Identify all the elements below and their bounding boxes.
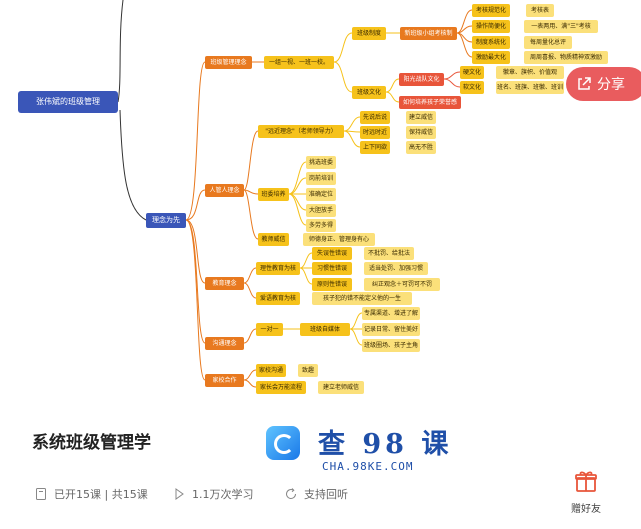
mindmap-node-guide[interactable]: 原则性错误 <box>312 278 352 291</box>
play-icon <box>175 488 184 500</box>
mindmap-node-hard-detail[interactable]: 徽章、旗帜、价值观 <box>496 66 564 79</box>
mindmap-node-parents[interactable]: 家长会万能流程 <box>256 381 306 394</box>
mindmap-node-educate[interactable]: 人管人理念 <box>205 184 244 197</box>
share-label: 分享 <box>597 77 625 93</box>
views-meta: 1.1万次学习 <box>172 486 254 502</box>
mindmap-node-thinking[interactable]: 理性教育为核 <box>256 262 300 275</box>
mindmap-node-grand-award[interactable]: 周周喜报、物质精神双激励 <box>524 51 608 64</box>
mindmap-node-build-trust[interactable]: 建立老师威信 <box>318 381 364 394</box>
mindmap-node-build[interactable]: 建立威信 <box>406 111 436 124</box>
mindmap-node-slow[interactable]: 孩子犯的错不能定义他的一生 <box>312 292 412 305</box>
mindmap-node-interact[interactable]: 沟通理念 <box>205 337 244 350</box>
mindmap-node-week-rule[interactable]: 一表两用、满"三"考核 <box>524 20 598 33</box>
mindmap-node-correct[interactable]: 纠正观念＋可罚可不罚 <box>364 278 440 291</box>
mindmap-node-promise[interactable]: 先说后说 <box>360 111 390 124</box>
mindmap-connectors <box>117 0 473 388</box>
mindmap-node-encourage[interactable]: 激励最大化 <box>472 51 510 64</box>
mindmap-node-habit[interactable]: 习惯性错误 <box>312 262 352 275</box>
mindmap-node-record[interactable]: 记录日常、留住美好 <box>362 323 420 336</box>
watermark-name: 查 98 课 <box>318 429 453 460</box>
mindmap-node-train[interactable]: 岗前培训 <box>306 172 336 185</box>
mindmap-node-love[interactable]: 爱语教育为核 <box>256 292 300 305</box>
mindmap-node-mgmt[interactable]: 班级管理理念 <box>205 56 252 69</box>
course-title: 系统班级管理学 <box>32 433 151 452</box>
mindmap-node-teacher-voice[interactable]: 教师威信 <box>258 233 289 246</box>
views-count: 1.1万次学习 <box>192 488 254 501</box>
watermark-logo-icon <box>266 426 300 460</box>
mindmap-node-timely[interactable]: 时远时近 <box>360 126 390 139</box>
mindmap-node-position[interactable]: 准确定位 <box>306 188 336 201</box>
mindmap-node-sun-culture[interactable]: 阳光战队文化 <box>399 73 444 86</box>
mindmap-node-near[interactable]: "远近理念"（老师领导力） <box>258 125 344 138</box>
mindmap-node-idea[interactable]: 理念为先 <box>146 213 186 228</box>
mindmap-node-culture[interactable]: 班级文化 <box>352 86 386 99</box>
replay-label: 支持回听 <box>304 488 348 501</box>
mindmap-node-class-media[interactable]: 班级自媒体 <box>300 323 350 336</box>
lessons-count: 已开15课 | 共15课 <box>54 488 148 501</box>
share-button[interactable]: 分享 <box>566 67 641 101</box>
mindmap-node-score-table[interactable]: 考核表 <box>526 4 554 17</box>
replay-meta: 支持回听 <box>284 486 348 502</box>
mindmap-root-node[interactable]: 张伟斌的班级管理 <box>18 91 118 113</box>
gift-friend-button[interactable]: 赠好友 <box>566 468 606 515</box>
mindmap-node-hard[interactable]: 硬文化 <box>460 66 484 79</box>
mindmap-node-growth[interactable]: 如何培养孩子荣誉感 <box>399 96 461 109</box>
mindmap-node-edu[interactable]: 教育理念 <box>205 277 244 290</box>
mindmap-node-remind[interactable]: 适当处罚、加强习惯 <box>364 262 428 275</box>
mindmap-node-dare[interactable]: 大胆放手 <box>306 204 336 217</box>
mindmap-node-system[interactable]: 班级制度 <box>352 27 386 40</box>
mindmap-node-praise[interactable]: 多劳多得 <box>306 219 336 232</box>
mindmap-node-home[interactable]: 家校合作 <box>205 374 244 387</box>
mindmap-node-soft-detail[interactable]: 班名、班旗、班徽、班训 <box>496 81 564 94</box>
mindmap-node-select[interactable]: 挑选班委 <box>306 156 336 169</box>
mindmap-node-high[interactable]: 高无不胜 <box>406 141 436 154</box>
course-info-panel: 系统班级管理学 查 98 课 CHA.98KE.COM 已开15课 | 共15课… <box>0 400 641 529</box>
mindmap-node-one-to-one[interactable]: 一对一 <box>256 323 283 336</box>
mindmap-node-lose[interactable]: 失误性错误 <box>312 247 352 260</box>
mindmap-node-pkg[interactable]: 班级圈场、孩子主角 <box>362 339 420 352</box>
mindmap-node-cadre[interactable]: 班委培养 <box>258 188 289 201</box>
mindmap-node-soft[interactable]: 软文化 <box>460 81 484 94</box>
mindmap-node-system-sys[interactable]: 制度系统化 <box>472 36 510 49</box>
mindmap-node-updown[interactable]: 上下同欲 <box>360 141 390 154</box>
mindmap-node-point[interactable]: 不批罚、给批法 <box>364 247 414 260</box>
document-icon <box>36 488 46 500</box>
watermark-domain: CHA.98KE.COM <box>322 460 414 473</box>
mindmap-node-operate[interactable]: 操作简便化 <box>472 20 510 33</box>
gift-icon <box>575 471 597 492</box>
mindmap-node-home-group[interactable]: 家校沟通 <box>256 364 286 377</box>
mindmap-node-group-view[interactable]: 一组一视、一班一校。 <box>264 56 334 69</box>
mindmap-node-quantify[interactable]: 考核规范化 <box>472 4 510 17</box>
mindmap-node-channel[interactable]: 专属渠道、增进了解 <box>362 307 420 320</box>
mindmap-node-teacher-detail[interactable]: 师德身正、管理身有心 <box>303 233 375 246</box>
gift-label: 赠好友 <box>571 504 601 515</box>
mindmap-node-keep[interactable]: 保持威信 <box>406 126 436 139</box>
replay-icon <box>286 488 297 500</box>
mindmap-node-committee[interactable]: 新班级小组考核制 <box>400 27 457 40</box>
lessons-meta: 已开15课 | 共15课 <box>34 486 148 502</box>
share-icon <box>578 77 591 90</box>
mindmap-node-rank[interactable]: 每周量化总评 <box>524 36 572 49</box>
mindmap-canvas: 张伟斌的班级管理 理念为先 班级管理理念 一组一视、一班一校。 班级制度 新班级… <box>18 0 608 394</box>
mindmap-node-together[interactable]: 致趣 <box>298 364 318 377</box>
